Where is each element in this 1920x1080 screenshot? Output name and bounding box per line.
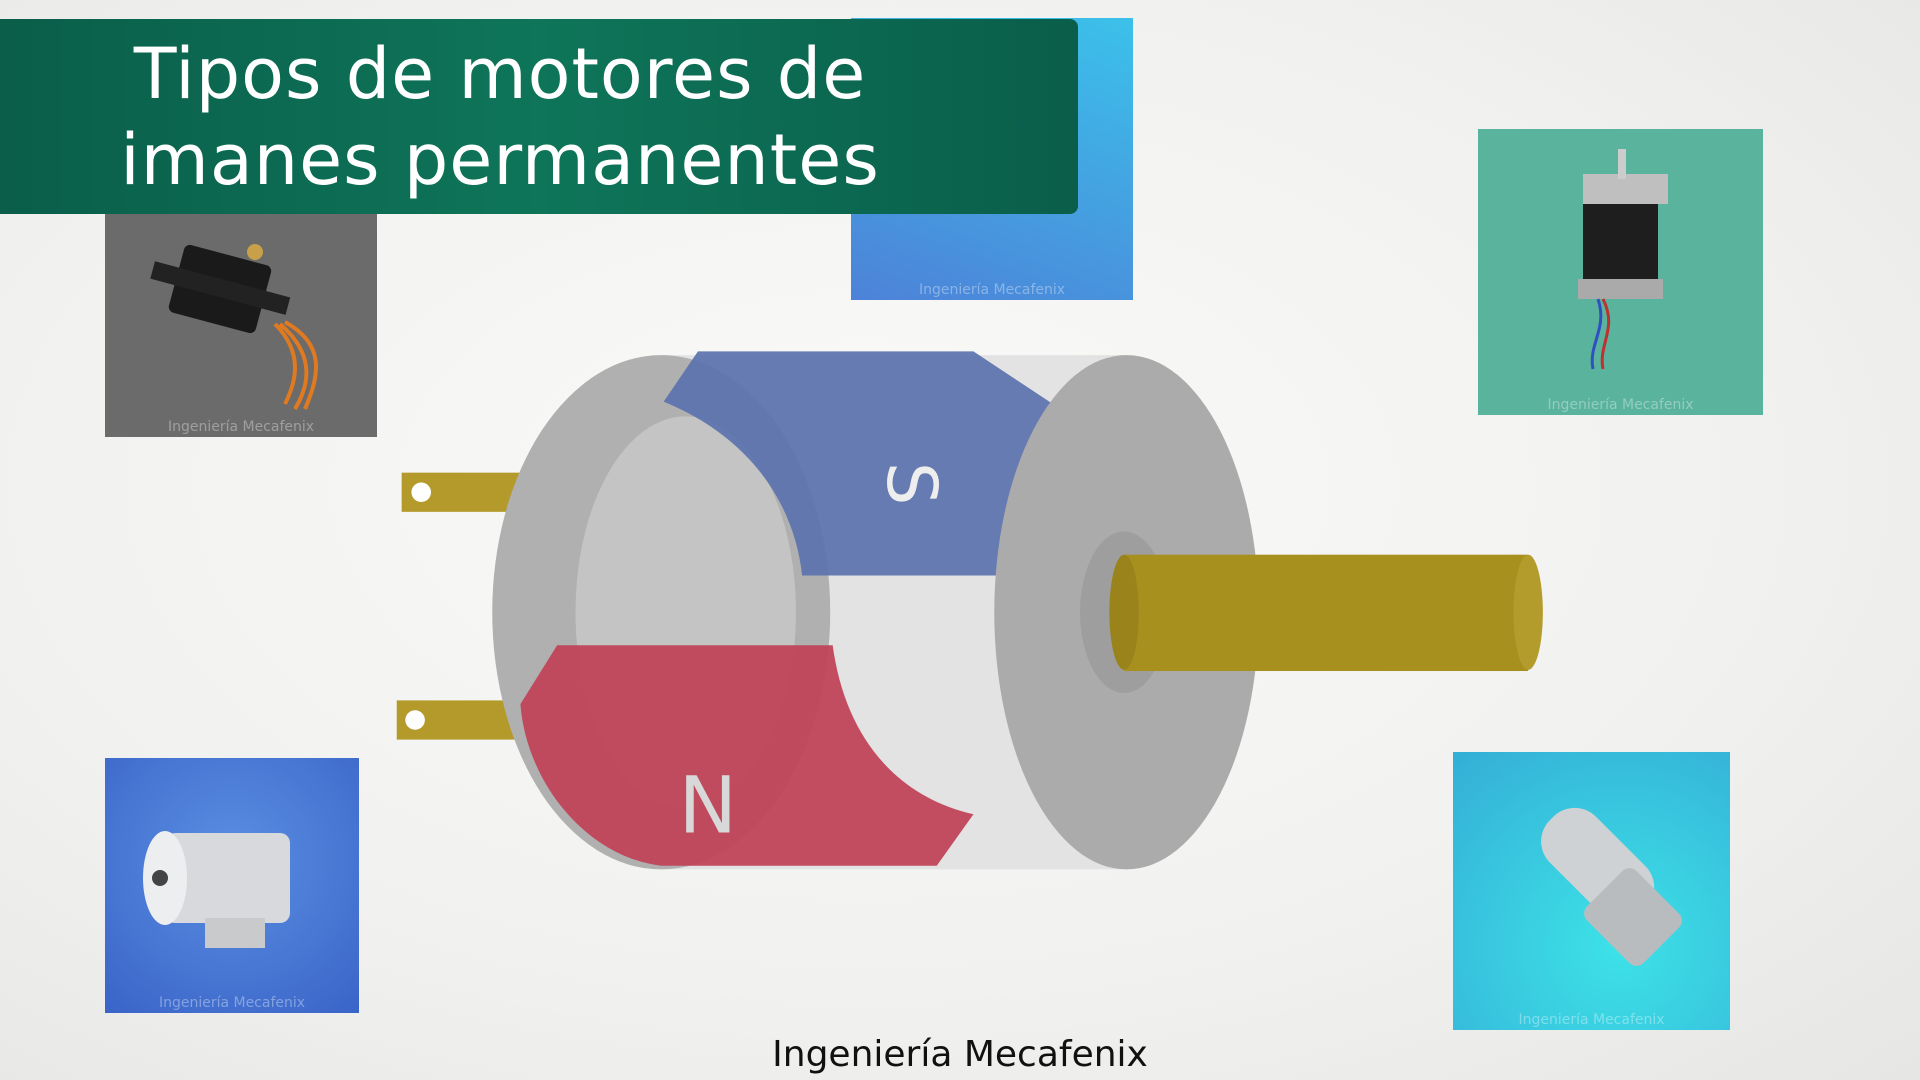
title-line-2: imanes permanentes — [120, 119, 880, 201]
magnet-north-label: N — [678, 761, 737, 852]
motor-shaft — [1109, 554, 1543, 672]
photo-gear-motor: Ingeniería Mecafenix — [1453, 752, 1730, 1030]
watermark: Ingeniería Mecafenix — [1518, 1012, 1665, 1028]
magnet-south — [663, 351, 1054, 576]
photo-brushless-motor: Ingeniería Mecafenix — [105, 758, 359, 1013]
title-line-1: Tipos de motores de — [133, 33, 867, 115]
photo-stepper-motor: Ingeniería Mecafenix — [1478, 129, 1763, 415]
watermark: Ingeniería Mecafenix — [918, 282, 1066, 298]
watermark: Ingeniería Mecafenix — [167, 419, 315, 435]
watermark: Ingeniería Mecafenix — [1547, 397, 1694, 413]
magnet-south-label: S — [871, 462, 951, 506]
magnet-north — [520, 645, 974, 866]
watermark: Ingeniería Mecafenix — [158, 995, 306, 1011]
caption: Ingeniería Mecafenix — [772, 1034, 1148, 1075]
title-banner: Tipos de motores de imanes permanentes — [0, 19, 1078, 214]
photo-servo-motor: Ingeniería Mecafenix — [105, 214, 377, 437]
terminal-top — [401, 472, 525, 512]
terminal-bottom — [396, 700, 520, 740]
